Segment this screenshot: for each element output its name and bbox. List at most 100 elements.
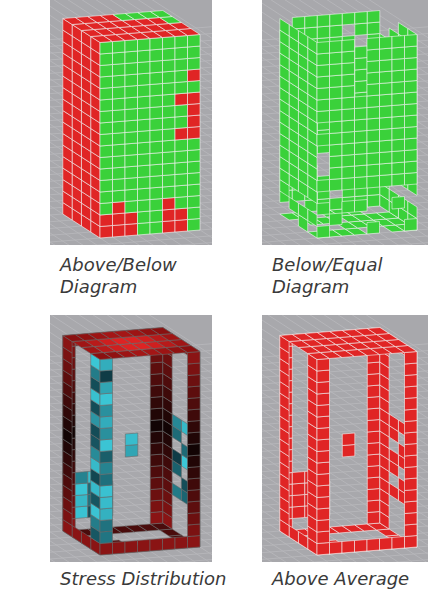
voxel-cell — [175, 128, 188, 141]
voxel-cell — [317, 451, 330, 464]
voxel-cell — [405, 513, 418, 526]
voxel-cell — [113, 110, 126, 123]
voxel-cell — [292, 506, 305, 519]
voxel-cell — [317, 134, 330, 147]
voxel-cell — [125, 155, 138, 168]
voxel-cell — [317, 226, 330, 239]
grid-line — [50, 485, 212, 562]
grid-line — [262, 0, 428, 245]
grid-line — [50, 315, 212, 562]
grid-line — [50, 320, 212, 562]
grid-line — [308, 0, 428, 245]
voxel-cell — [380, 83, 393, 96]
voxel-cell — [150, 153, 163, 166]
voxel-cell — [317, 405, 330, 418]
voxel-cell — [163, 48, 176, 61]
voxel-cell — [405, 421, 418, 434]
voxel-cell — [113, 167, 126, 180]
voxel-cell — [367, 153, 380, 166]
voxel-cell — [178, 346, 200, 353]
grid-line — [50, 0, 212, 245]
grid-line — [262, 335, 428, 415]
grid-line — [262, 365, 428, 445]
voxel-cell — [380, 538, 393, 551]
voxel-cell — [150, 431, 163, 444]
grid-line — [50, 2, 212, 245]
grid-line — [262, 455, 428, 535]
voxel-cell — [355, 540, 368, 553]
voxel-cell — [100, 99, 113, 112]
grid-line — [262, 0, 428, 245]
voxel-cell — [317, 485, 330, 498]
voxel-cell — [113, 144, 126, 157]
grid-line — [50, 25, 135, 245]
grid-line — [262, 0, 428, 245]
grid-line — [50, 0, 212, 245]
voxel-cell — [355, 119, 368, 132]
grid-line — [262, 0, 428, 245]
grid-line — [50, 84, 212, 164]
voxel-cell — [405, 35, 418, 48]
voxel-cell — [100, 180, 113, 193]
grid-line — [50, 102, 212, 182]
voxel-cell — [163, 163, 176, 176]
voxel-cell — [367, 141, 380, 154]
grid-line — [262, 325, 428, 562]
grid-line — [50, 413, 212, 493]
grid-line — [262, 315, 428, 562]
grid-line — [262, 353, 428, 433]
voxel-cell — [188, 432, 201, 445]
voxel-cell — [367, 477, 380, 490]
voxel-cell — [188, 207, 201, 220]
panel-caption: Above/Below Diagram — [60, 254, 185, 298]
voxel-cell — [188, 444, 201, 457]
voxel-cell — [100, 474, 113, 487]
grid-line — [320, 315, 428, 562]
voxel-cell — [113, 98, 126, 111]
voxel-cell — [380, 37, 393, 50]
voxel-cell — [163, 152, 176, 165]
grid-line — [50, 335, 212, 415]
grid-line — [262, 14, 428, 245]
grid-line — [50, 330, 212, 562]
voxel-cell — [150, 362, 163, 375]
grid-line — [50, 328, 212, 562]
voxel-cell — [150, 222, 163, 235]
voxel-cell — [188, 478, 201, 491]
grid-line — [262, 317, 428, 562]
voxel-cell — [367, 454, 380, 467]
grid-line — [50, 339, 172, 562]
grid-line — [50, 0, 212, 245]
voxel-cell — [367, 431, 380, 444]
voxel-cell — [100, 42, 113, 55]
grid-line — [262, 322, 428, 562]
grid-line — [50, 8, 212, 245]
voxel-cell — [100, 88, 113, 101]
voxel-cell — [100, 111, 113, 124]
voxel-cell — [100, 359, 113, 372]
grid-line — [262, 326, 428, 562]
voxel-cell — [355, 200, 368, 213]
voxel-cell — [175, 82, 188, 95]
voxel-cell — [138, 540, 151, 553]
voxel-cell — [188, 536, 201, 549]
grid-line — [78, 0, 212, 245]
voxel-cell — [125, 86, 138, 99]
grid-line — [50, 0, 212, 245]
voxel-cell — [342, 445, 355, 458]
voxel-cell — [317, 180, 330, 193]
grid-line — [50, 315, 212, 562]
voxel-cell — [380, 140, 393, 153]
grid-line — [50, 341, 212, 421]
voxel-cell — [150, 130, 163, 143]
voxel-cell — [342, 541, 355, 554]
grid-line — [262, 343, 339, 562]
voxel-cell — [138, 62, 151, 75]
grid-line — [103, 315, 212, 562]
voxel-cell — [367, 222, 380, 235]
voxel-cell — [355, 108, 368, 121]
grid-line — [262, 21, 402, 245]
grid-line — [262, 138, 428, 218]
voxel-cell — [160, 529, 182, 536]
grid-line — [50, 315, 212, 562]
